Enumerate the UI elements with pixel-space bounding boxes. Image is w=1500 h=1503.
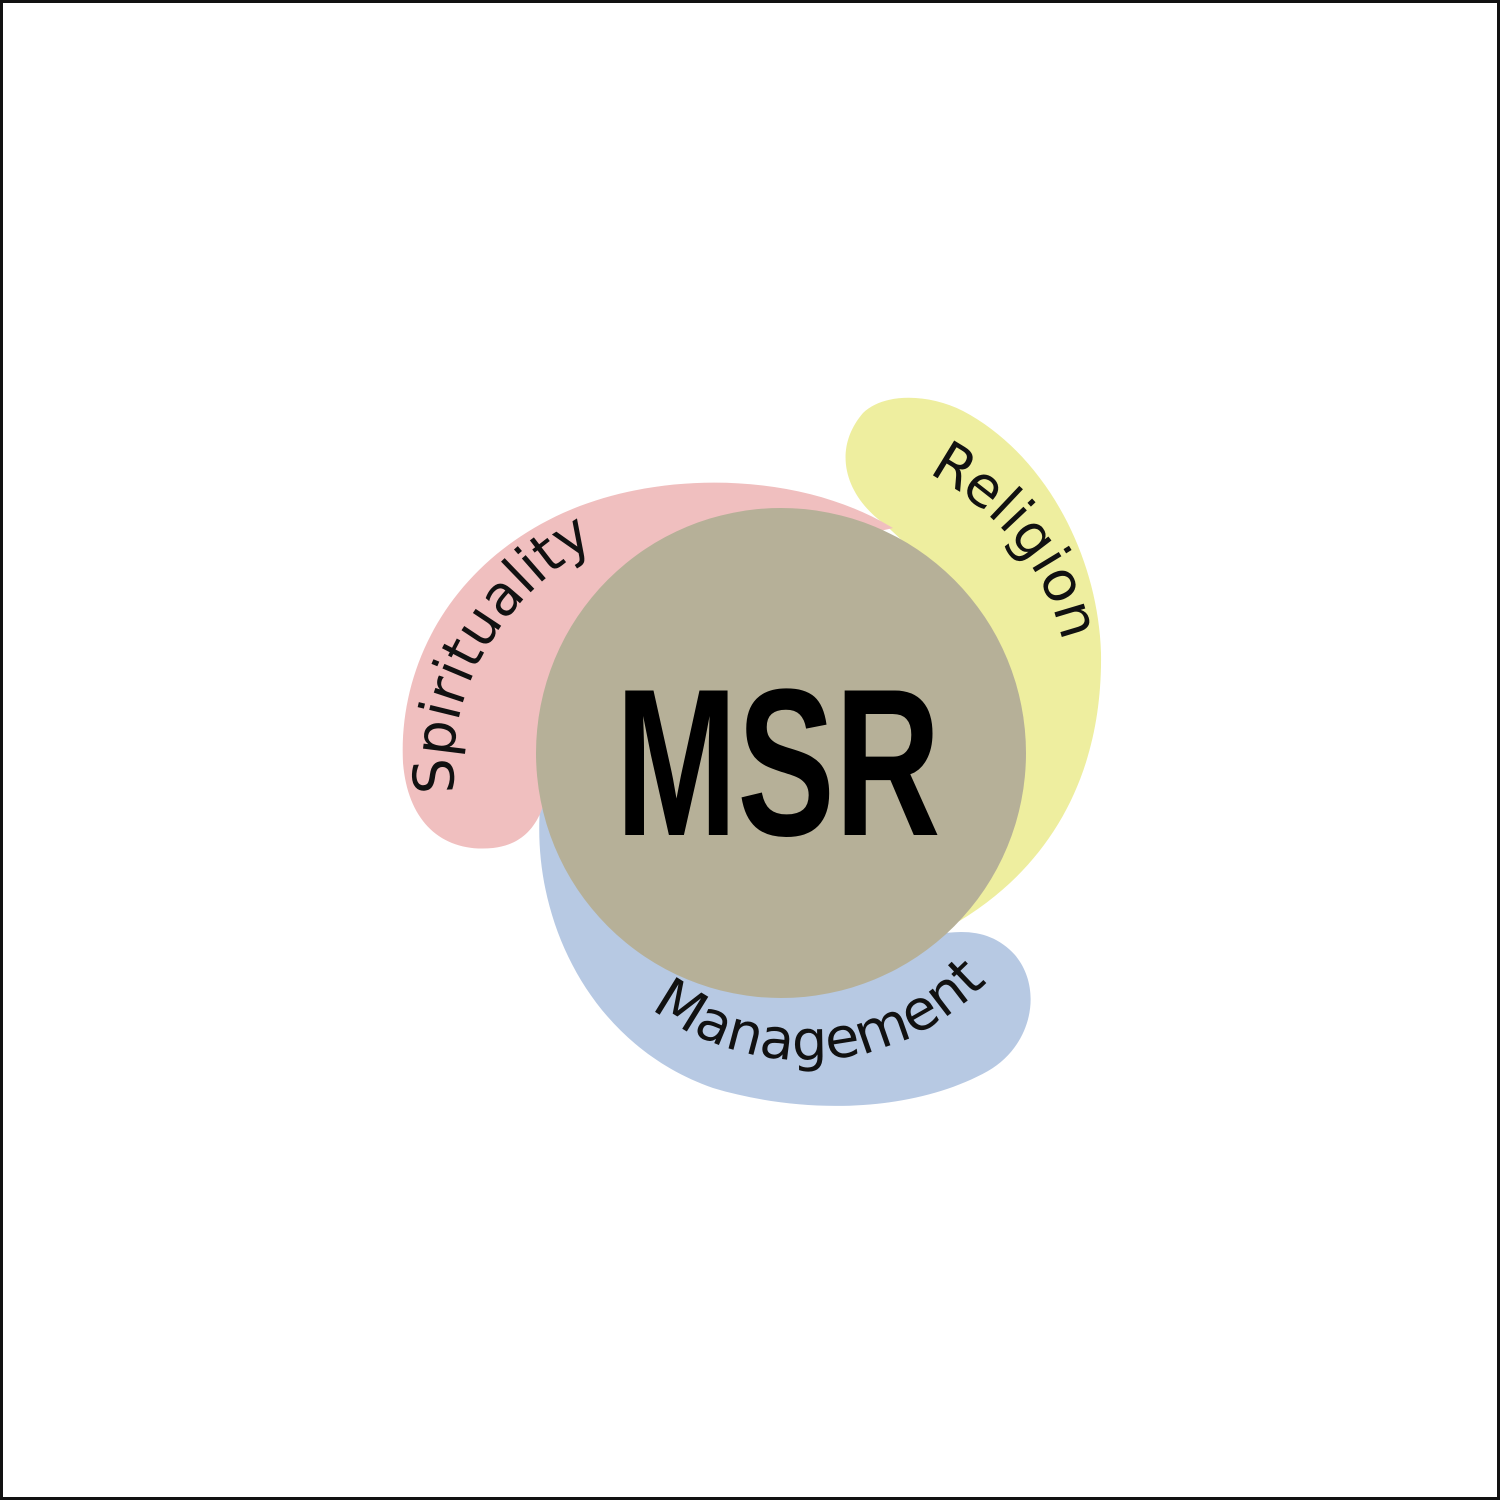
msr-center-circle [536, 508, 1026, 998]
religion-petal [845, 397, 1102, 938]
msr-center-label: MSR [616, 645, 941, 880]
spirituality-petal [402, 482, 893, 849]
msr-diagram: MSR Spirituality Religion Management [402, 397, 1112, 1106]
management-petal [539, 783, 1031, 1106]
